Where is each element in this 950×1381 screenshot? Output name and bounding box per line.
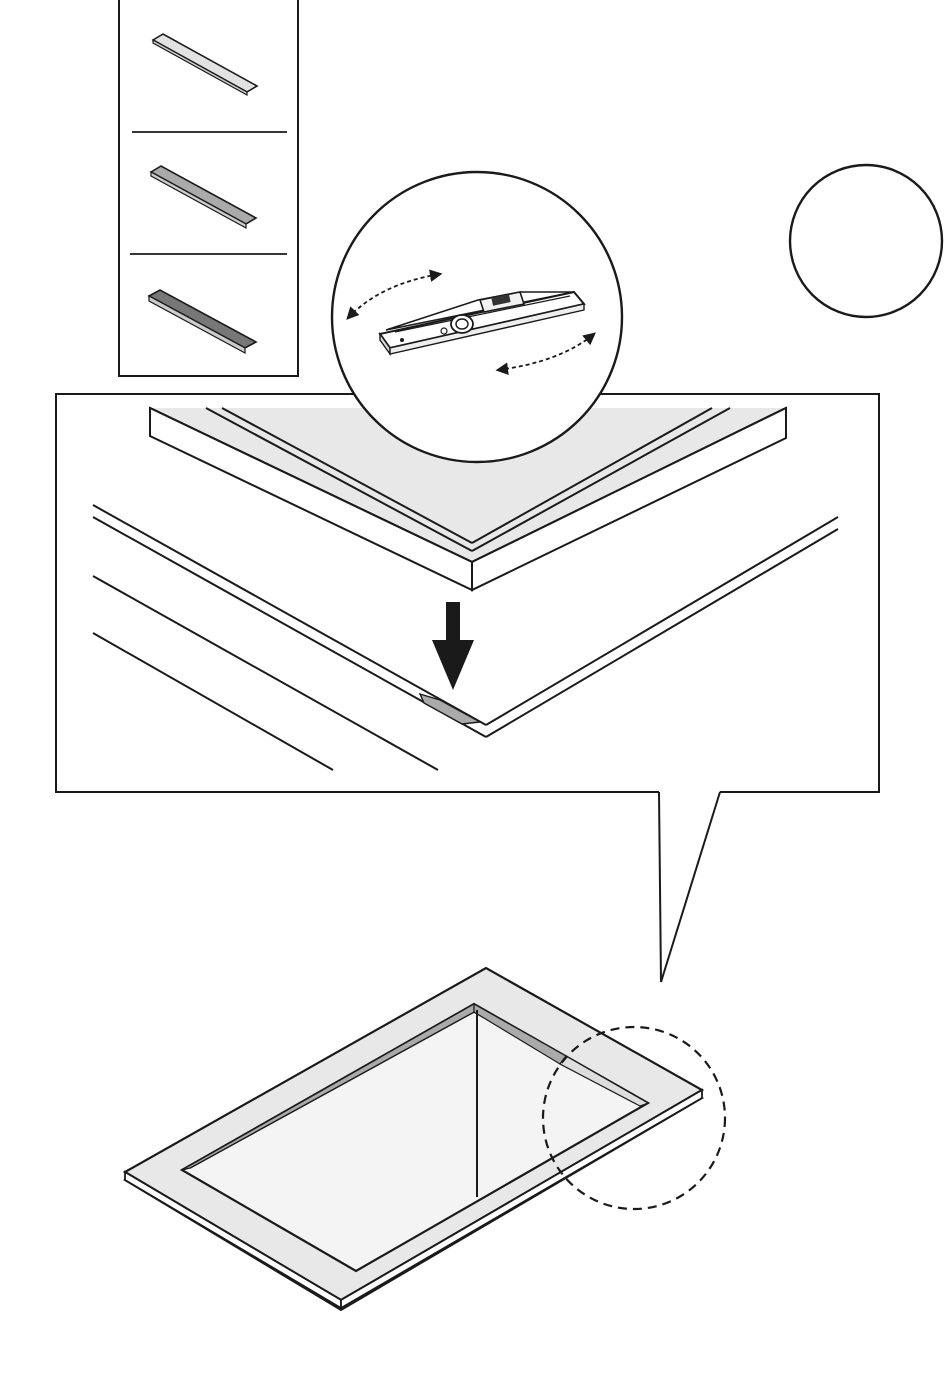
- spirit-level-callout: [332, 172, 622, 462]
- empty-circle-icon: [790, 165, 942, 317]
- callout-pointer: [659, 791, 720, 982]
- frame-overview: [125, 968, 725, 1310]
- shim-legend-panel: [119, 0, 298, 376]
